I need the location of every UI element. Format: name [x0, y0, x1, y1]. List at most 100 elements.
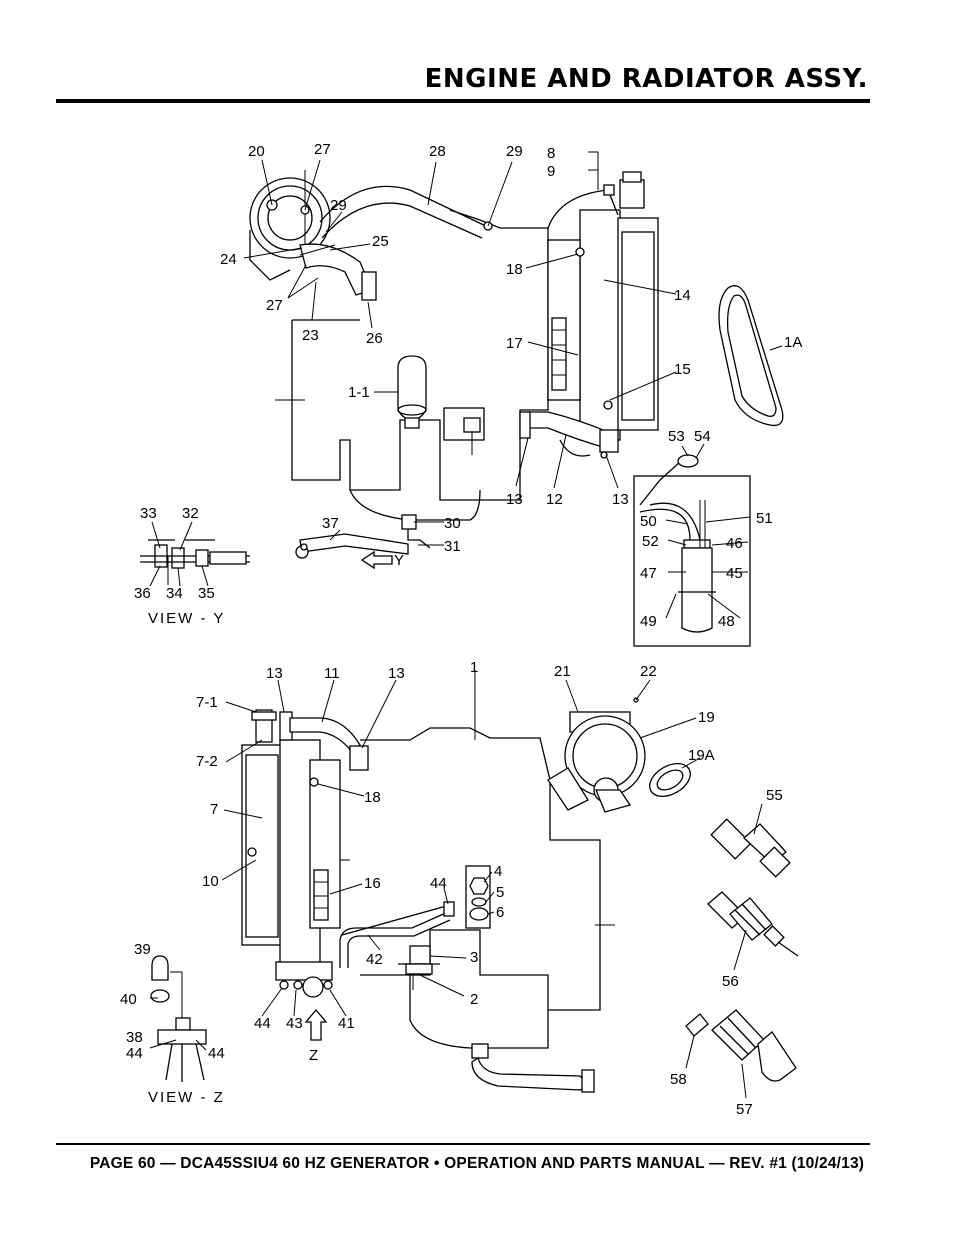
- callout-25: 25: [372, 233, 389, 250]
- callout-Z: Z: [309, 1047, 318, 1064]
- callout-5: 5: [496, 884, 504, 901]
- nut-washer-stack: [465, 865, 491, 929]
- fan-belt: [718, 285, 784, 427]
- air-cleaner-bottom: [547, 697, 691, 813]
- callout-13: 13: [266, 665, 283, 682]
- callout-18: 18: [364, 789, 381, 806]
- callout-36: 36: [134, 585, 151, 602]
- callout-44: 44: [254, 1015, 271, 1032]
- callout-50: 50: [640, 513, 657, 530]
- callout-13: 13: [506, 491, 523, 508]
- callout-31: 31: [444, 538, 461, 555]
- oil-drain-hose-bottom: [471, 1043, 595, 1093]
- view-y-valve: [140, 539, 250, 585]
- callout-labels: 20 27 28 29 8 9 29 25 24 27 23 26 18 14 …: [120, 141, 802, 1118]
- callout-28: 28: [429, 143, 446, 160]
- callout-29: 29: [506, 143, 523, 160]
- callout-19: 19: [698, 709, 715, 726]
- callout-Y: Y: [394, 552, 404, 569]
- callout-17: 17: [506, 335, 523, 352]
- sender-56: [707, 891, 799, 957]
- callout-44: 44: [126, 1045, 143, 1062]
- callout-49: 49: [640, 613, 657, 630]
- callout-32: 32: [182, 505, 199, 522]
- callout-15: 15: [674, 361, 691, 378]
- coolant-recovery-tank: [633, 454, 751, 647]
- callout-53: 53: [668, 428, 685, 445]
- callout-7-1: 7-1: [196, 694, 218, 711]
- callout-57: 57: [736, 1101, 753, 1118]
- callout-42: 42: [366, 951, 383, 968]
- callout-3: 3: [470, 949, 478, 966]
- callout-29: 29: [330, 197, 347, 214]
- callout-7: 7: [210, 801, 218, 818]
- callout-16: 16: [364, 875, 381, 892]
- callout-1A: 1A: [784, 334, 802, 351]
- fuel-filter-1-1: [397, 355, 427, 429]
- callout-55: 55: [766, 787, 783, 804]
- callout-4: 4: [494, 863, 502, 880]
- callout-7-2: 7-2: [196, 753, 218, 770]
- callout-27: 27: [314, 141, 331, 158]
- callout-35: 35: [198, 585, 215, 602]
- callout-10: 10: [202, 873, 219, 890]
- drain-valve-30-31: [295, 514, 431, 570]
- callout-40: 40: [120, 991, 137, 1008]
- callout-56: 56: [722, 973, 739, 990]
- callout-37: 37: [322, 515, 339, 532]
- callout-12: 12: [546, 491, 563, 508]
- page-footer: PAGE 60 — DCA45SSIU4 60 HZ GENERATOR • O…: [89, 1155, 865, 1172]
- callout-2: 2: [470, 991, 478, 1008]
- callout-46: 46: [726, 535, 743, 552]
- callout-48: 48: [718, 613, 735, 630]
- page-title: ENGINE AND RADIATOR ASSY.: [424, 64, 868, 94]
- callout-30: 30: [444, 515, 461, 532]
- view-z-label: VIEW - Z: [148, 1089, 225, 1106]
- sender-55: [710, 818, 791, 878]
- callout-39: 39: [134, 941, 151, 958]
- callout-6: 6: [496, 904, 504, 921]
- callout-13: 13: [612, 491, 629, 508]
- leader-lines: [149, 151, 783, 1099]
- callout-26: 26: [366, 330, 383, 347]
- air-cleaner-top: [249, 170, 493, 301]
- callout-34: 34: [166, 585, 183, 602]
- callout-19A: 19A: [688, 747, 715, 764]
- footer-rule: [56, 1143, 870, 1145]
- bracket-2-3: [398, 945, 440, 990]
- callout-44: 44: [208, 1045, 225, 1062]
- callout-44: 44: [430, 875, 447, 892]
- callout-43: 43: [286, 1015, 303, 1032]
- callout-45: 45: [726, 565, 743, 582]
- callout-23: 23: [302, 327, 319, 344]
- callout-1-1: 1-1: [348, 384, 370, 401]
- callout-1: 1: [470, 659, 478, 676]
- callout-22: 22: [640, 663, 657, 680]
- hose-42: [339, 901, 455, 968]
- callout-54: 54: [694, 428, 711, 445]
- callout-20: 20: [248, 143, 265, 160]
- callout-13: 13: [388, 665, 405, 682]
- callout-18: 18: [506, 261, 523, 278]
- callout-52: 52: [642, 533, 659, 550]
- callout-58: 58: [670, 1071, 687, 1088]
- callout-21: 21: [554, 663, 571, 680]
- callout-51: 51: [756, 510, 773, 527]
- callout-8: 8: [547, 145, 555, 162]
- view-y-label: VIEW - Y: [148, 610, 225, 627]
- callout-27: 27: [266, 297, 283, 314]
- sender-57-58: [685, 1009, 797, 1082]
- callout-11: 11: [324, 665, 340, 682]
- radiator-top: [519, 171, 659, 459]
- callout-33: 33: [140, 505, 157, 522]
- header-rule: [56, 99, 870, 103]
- callout-24: 24: [220, 251, 237, 268]
- callout-14: 14: [674, 287, 691, 304]
- radiator-bottom: [241, 709, 369, 1041]
- drain-bracket-top: [443, 407, 485, 455]
- callout-38: 38: [126, 1029, 143, 1046]
- view-z-bracket: [150, 955, 207, 1082]
- callout-9: 9: [547, 163, 555, 180]
- callout-41: 41: [338, 1015, 355, 1032]
